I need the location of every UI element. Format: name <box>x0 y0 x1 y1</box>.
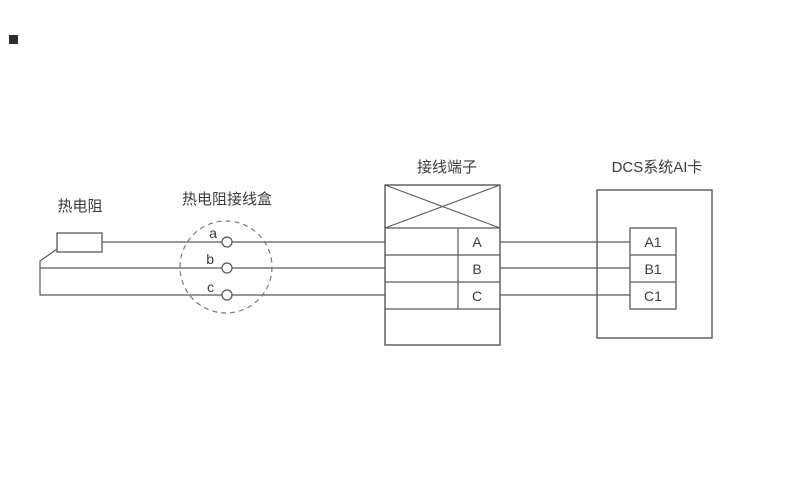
terminal-strip-label: 接线端子 <box>417 159 477 176</box>
junction-terminal-c-circle <box>221 289 233 301</box>
terminal-row-b-label: B <box>472 261 481 277</box>
junction-box-label: 热电阻接线盒 <box>182 191 272 208</box>
stray-print-mark <box>9 35 18 44</box>
junction-terminal-a-circle <box>221 236 233 248</box>
dcs-channel-c1-label: C1 <box>644 288 662 304</box>
dcs-channel-a1-label: A1 <box>644 234 661 250</box>
dcs-card-label: DCS系统AI卡 <box>612 159 703 176</box>
dcs-channel-block <box>629 227 677 310</box>
terminal-strip-box <box>384 184 501 346</box>
junction-terminal-b-circle <box>221 262 233 274</box>
junction-terminal-b-label: b <box>206 251 214 267</box>
dcs-channel-b1-label: B1 <box>644 261 661 277</box>
wire-c <box>39 248 385 296</box>
junction-terminal-a-label: a <box>209 225 217 241</box>
junction-box-circle <box>179 220 273 314</box>
rtd-label: 热电阻 <box>57 198 102 215</box>
terminal-row-c-label: C <box>472 288 482 304</box>
junction-terminal-c-label: c <box>207 279 214 295</box>
terminal-row-a-label: A <box>472 234 482 250</box>
rtd-element-box <box>56 232 103 253</box>
terminal-strip-cross-line-2 <box>384 184 501 229</box>
dcs-card-box <box>596 189 713 339</box>
